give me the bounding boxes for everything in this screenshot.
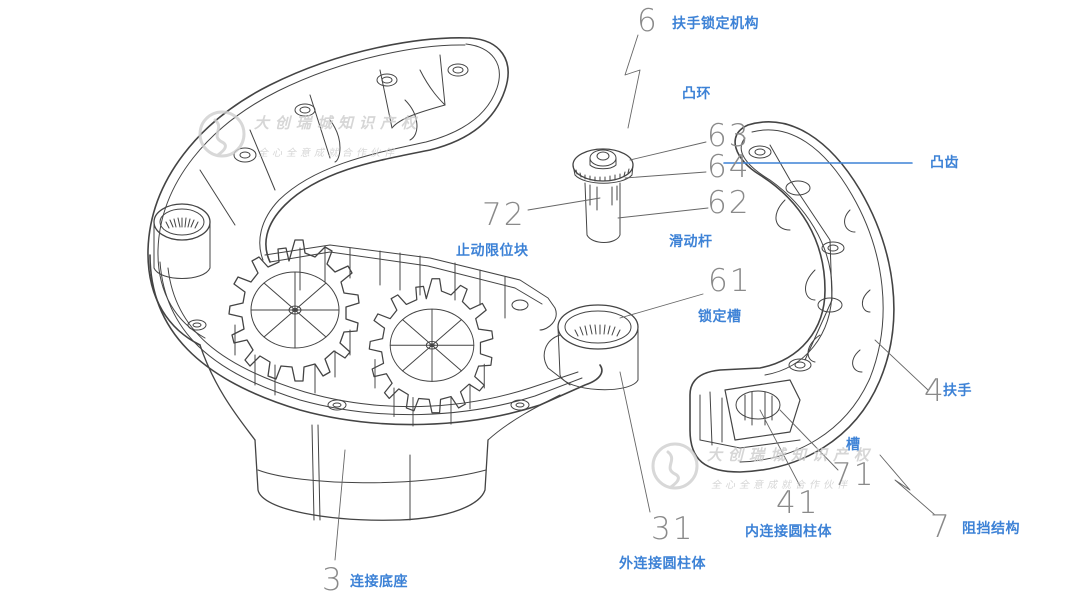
lock-mechanism-part bbox=[572, 148, 634, 243]
watermark-line2: 全心全意成就合作伙伴 bbox=[711, 479, 851, 491]
gear-left bbox=[228, 239, 360, 396]
label-slot: 槽 bbox=[846, 437, 861, 453]
label-convex-tooth: 凸齿 bbox=[930, 155, 959, 171]
ref-7: 7 bbox=[930, 509, 952, 545]
ref-71: 71 bbox=[832, 457, 876, 493]
watermark-line1: 大创瑞城知识产权 bbox=[254, 114, 422, 132]
label-lock-slot: 锁定槽 bbox=[698, 309, 742, 325]
ref-64: 64 bbox=[707, 149, 751, 185]
label-convex-ring: 凸环 bbox=[682, 86, 711, 102]
ref-31: 31 bbox=[651, 511, 695, 547]
label-inner-cylinder: 内连接圆柱体 bbox=[745, 524, 832, 540]
ref-72: 72 bbox=[482, 197, 526, 233]
watermark-stamp-1: 大创瑞城知识产权 全心全意成就合作伙伴 bbox=[198, 110, 422, 159]
watermark-stamp-2: 大创瑞城知识产权 全心全意成就合作伙伴 bbox=[651, 442, 875, 491]
label-armrest-lock-mechanism: 扶手锁定机构 bbox=[672, 16, 759, 32]
label-blocking-structure: 阻挡结构 bbox=[962, 521, 1020, 537]
watermark-line1: 大创瑞城知识产权 bbox=[707, 446, 875, 464]
ref-61: 61 bbox=[708, 263, 752, 299]
ref-41: 41 bbox=[776, 485, 820, 521]
ref-4: 4 bbox=[924, 373, 946, 409]
watermark-logo-icon bbox=[651, 442, 699, 490]
label-outer-cylinder: 外连接圆柱体 bbox=[619, 556, 706, 572]
label-connection-base: 连接底座 bbox=[350, 574, 408, 590]
leader-lines bbox=[334, 34, 936, 561]
ref-62: 62 bbox=[707, 185, 751, 221]
connection-base-part bbox=[147, 37, 639, 521]
gear-right bbox=[368, 278, 494, 427]
ref-3: 3 bbox=[322, 562, 344, 598]
label-stop-limit-block: 止动限位块 bbox=[456, 243, 529, 259]
ref-6: 6 bbox=[637, 3, 659, 39]
watermark-logo-icon bbox=[198, 110, 246, 158]
armrest-part bbox=[689, 121, 895, 473]
ref-63: 63 bbox=[707, 118, 751, 154]
watermark-line2: 全心全意成就合作伙伴 bbox=[258, 147, 398, 159]
label-armrest: 扶手 bbox=[943, 383, 972, 399]
label-sliding-rod: 滑动杆 bbox=[669, 234, 713, 250]
